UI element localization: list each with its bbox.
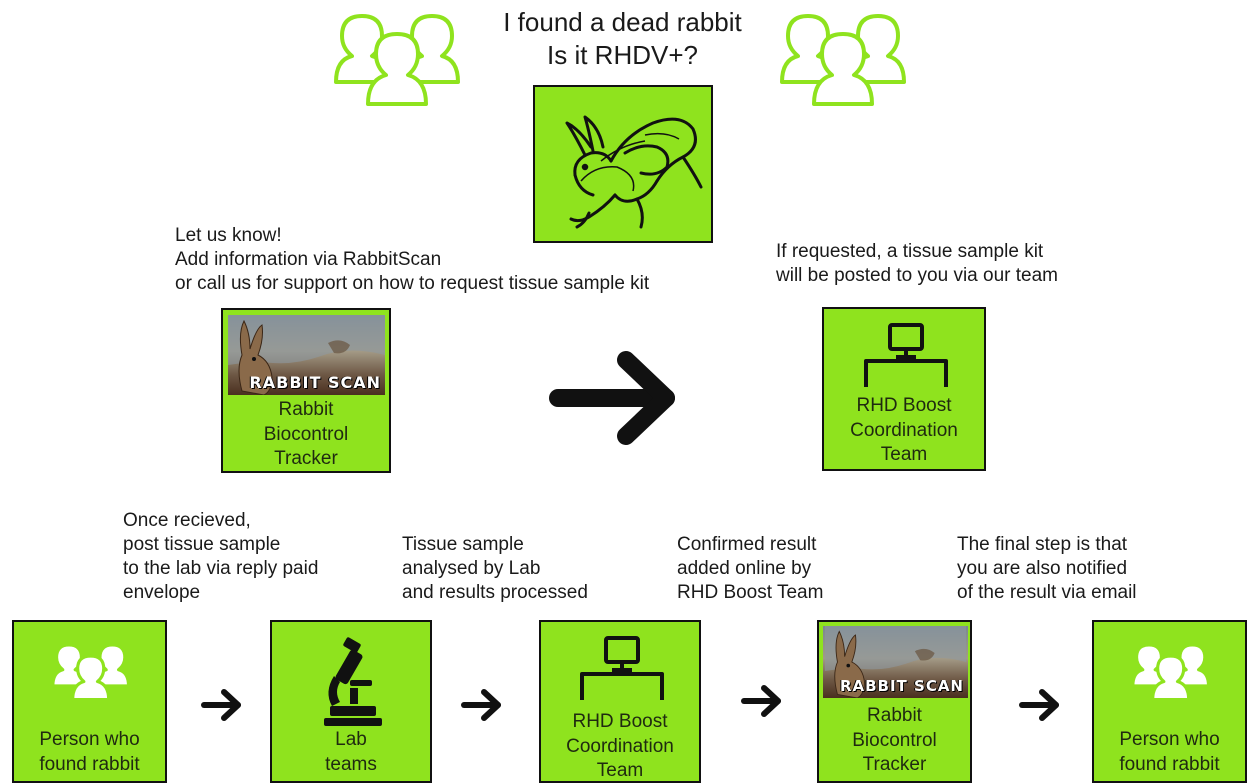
note-once-received: Once recieved, post tissue sample to the… [123, 509, 318, 605]
rabbit-scan-label: Rabbit Biocontrol Tracker [223, 398, 389, 472]
label-line: Team [596, 760, 644, 781]
rabbit-scan-banner: RABBIT SCAN [823, 626, 968, 698]
computer-desk-icon [864, 323, 948, 387]
rabbit-scan-banner: RABBIT SCAN [228, 315, 385, 395]
label-line: Coordination [850, 419, 958, 441]
note-line: The final step is that [957, 534, 1128, 555]
rabbit-scan-logo-text: RABBIT SCAN [839, 677, 964, 695]
note-analysed: Tissue sample analysed by Lab and result… [402, 533, 588, 605]
note-requested: If requested, a tissue sample kit will b… [776, 240, 1058, 288]
note-line: you are also notified [957, 558, 1128, 579]
rabbit-scan-logo-text: RABBIT SCAN [249, 373, 381, 392]
note-line: of the result via email [957, 582, 1137, 603]
person-label: Person who found rabbit [1094, 728, 1245, 777]
person-who-found-rabbit-box: Person who found rabbit [1092, 620, 1247, 783]
note-final: The final step is that you are also noti… [957, 533, 1137, 605]
rabbit-scan-box: RABBIT SCAN Rabbit Biocontrol Tracker [221, 308, 391, 473]
label-line: RHD Boost [572, 711, 668, 732]
coordination-team-label: RHD Boost Coordination Team [541, 710, 699, 784]
coordination-team-label: RHD Boost Coordination Team [824, 394, 984, 468]
label-line: Lab [335, 729, 367, 750]
label-line: Tracker [274, 448, 338, 469]
lab-teams-box: Lab teams [270, 620, 432, 783]
people-group-icon [334, 14, 460, 106]
label-line: Rabbit [867, 705, 922, 726]
title-line-1: I found a dead rabbit [503, 7, 742, 37]
label-line: teams [325, 753, 377, 775]
rabbit-scan-box: RABBIT SCAN Rabbit Biocontrol Tracker [817, 620, 972, 783]
rabbit-photo-icon [824, 626, 967, 698]
computer-desk-icon [580, 636, 664, 700]
coordination-team-box: RHD Boost Coordination Team [539, 620, 701, 783]
label-line: Team [880, 444, 928, 465]
people-group-icon [51, 643, 131, 702]
arrow-right-icon [741, 685, 781, 717]
microscope-icon [324, 637, 382, 726]
arrow-right-icon [461, 689, 501, 721]
label-line: found rabbit [1119, 753, 1220, 775]
arrow-right-icon [1019, 689, 1059, 721]
label-line: Person who [39, 729, 140, 750]
note-line: post tissue sample [123, 534, 281, 555]
note-line: If requested, a tissue sample kit [776, 241, 1044, 262]
person-who-found-rabbit-box: Person who found rabbit [12, 620, 167, 783]
arrow-right-icon [201, 689, 241, 721]
coordination-team-box: RHD Boost Coordination Team [822, 307, 986, 471]
label-line: RHD Boost [856, 395, 952, 416]
note-line: Let us know! [175, 225, 282, 246]
note-line: Confirmed result [677, 534, 817, 555]
note-line: added online by [677, 558, 812, 579]
title-line-2: Is it RHDV+? [547, 40, 698, 70]
people-group-icon [780, 14, 906, 106]
label-line: Biocontrol [852, 729, 937, 751]
label-line: found rabbit [39, 753, 140, 775]
dead-rabbit-box [533, 85, 713, 243]
note-confirmed: Confirmed result added online by RHD Boo… [677, 533, 823, 605]
note-line: Once recieved, [123, 510, 251, 531]
rabbit-photo-icon [228, 315, 385, 395]
label-line: Rabbit [278, 399, 334, 420]
person-label: Person who found rabbit [14, 728, 165, 777]
note-line: Add information via RabbitScan [175, 249, 442, 270]
people-group-icon [1131, 643, 1211, 702]
label-line: Biocontrol [263, 423, 349, 445]
note-line: to the lab via reply paid [123, 558, 319, 579]
label-line: Person who [1119, 729, 1220, 750]
note-line: RHD Boost Team [677, 582, 824, 603]
note-let-us-know: Let us know! Add information via RabbitS… [175, 224, 649, 296]
diagram-title: I found a dead rabbit Is it RHDV+? [470, 6, 775, 72]
note-line: analysed by Lab [402, 558, 541, 579]
label-line: Coordination [566, 735, 674, 757]
arrow-right-icon [549, 351, 675, 445]
note-line: or call us for support on how to request… [175, 273, 650, 294]
note-line: Tissue sample [402, 534, 524, 555]
lab-teams-label: Lab teams [272, 728, 430, 777]
rabbit-sketch-icon [565, 115, 703, 229]
note-line: will be posted to you via our team [776, 265, 1058, 286]
label-line: Tracker [862, 754, 927, 775]
rabbit-scan-label: Rabbit Biocontrol Tracker [819, 704, 970, 778]
note-line: envelope [123, 582, 201, 603]
note-line: and results processed [402, 582, 588, 603]
